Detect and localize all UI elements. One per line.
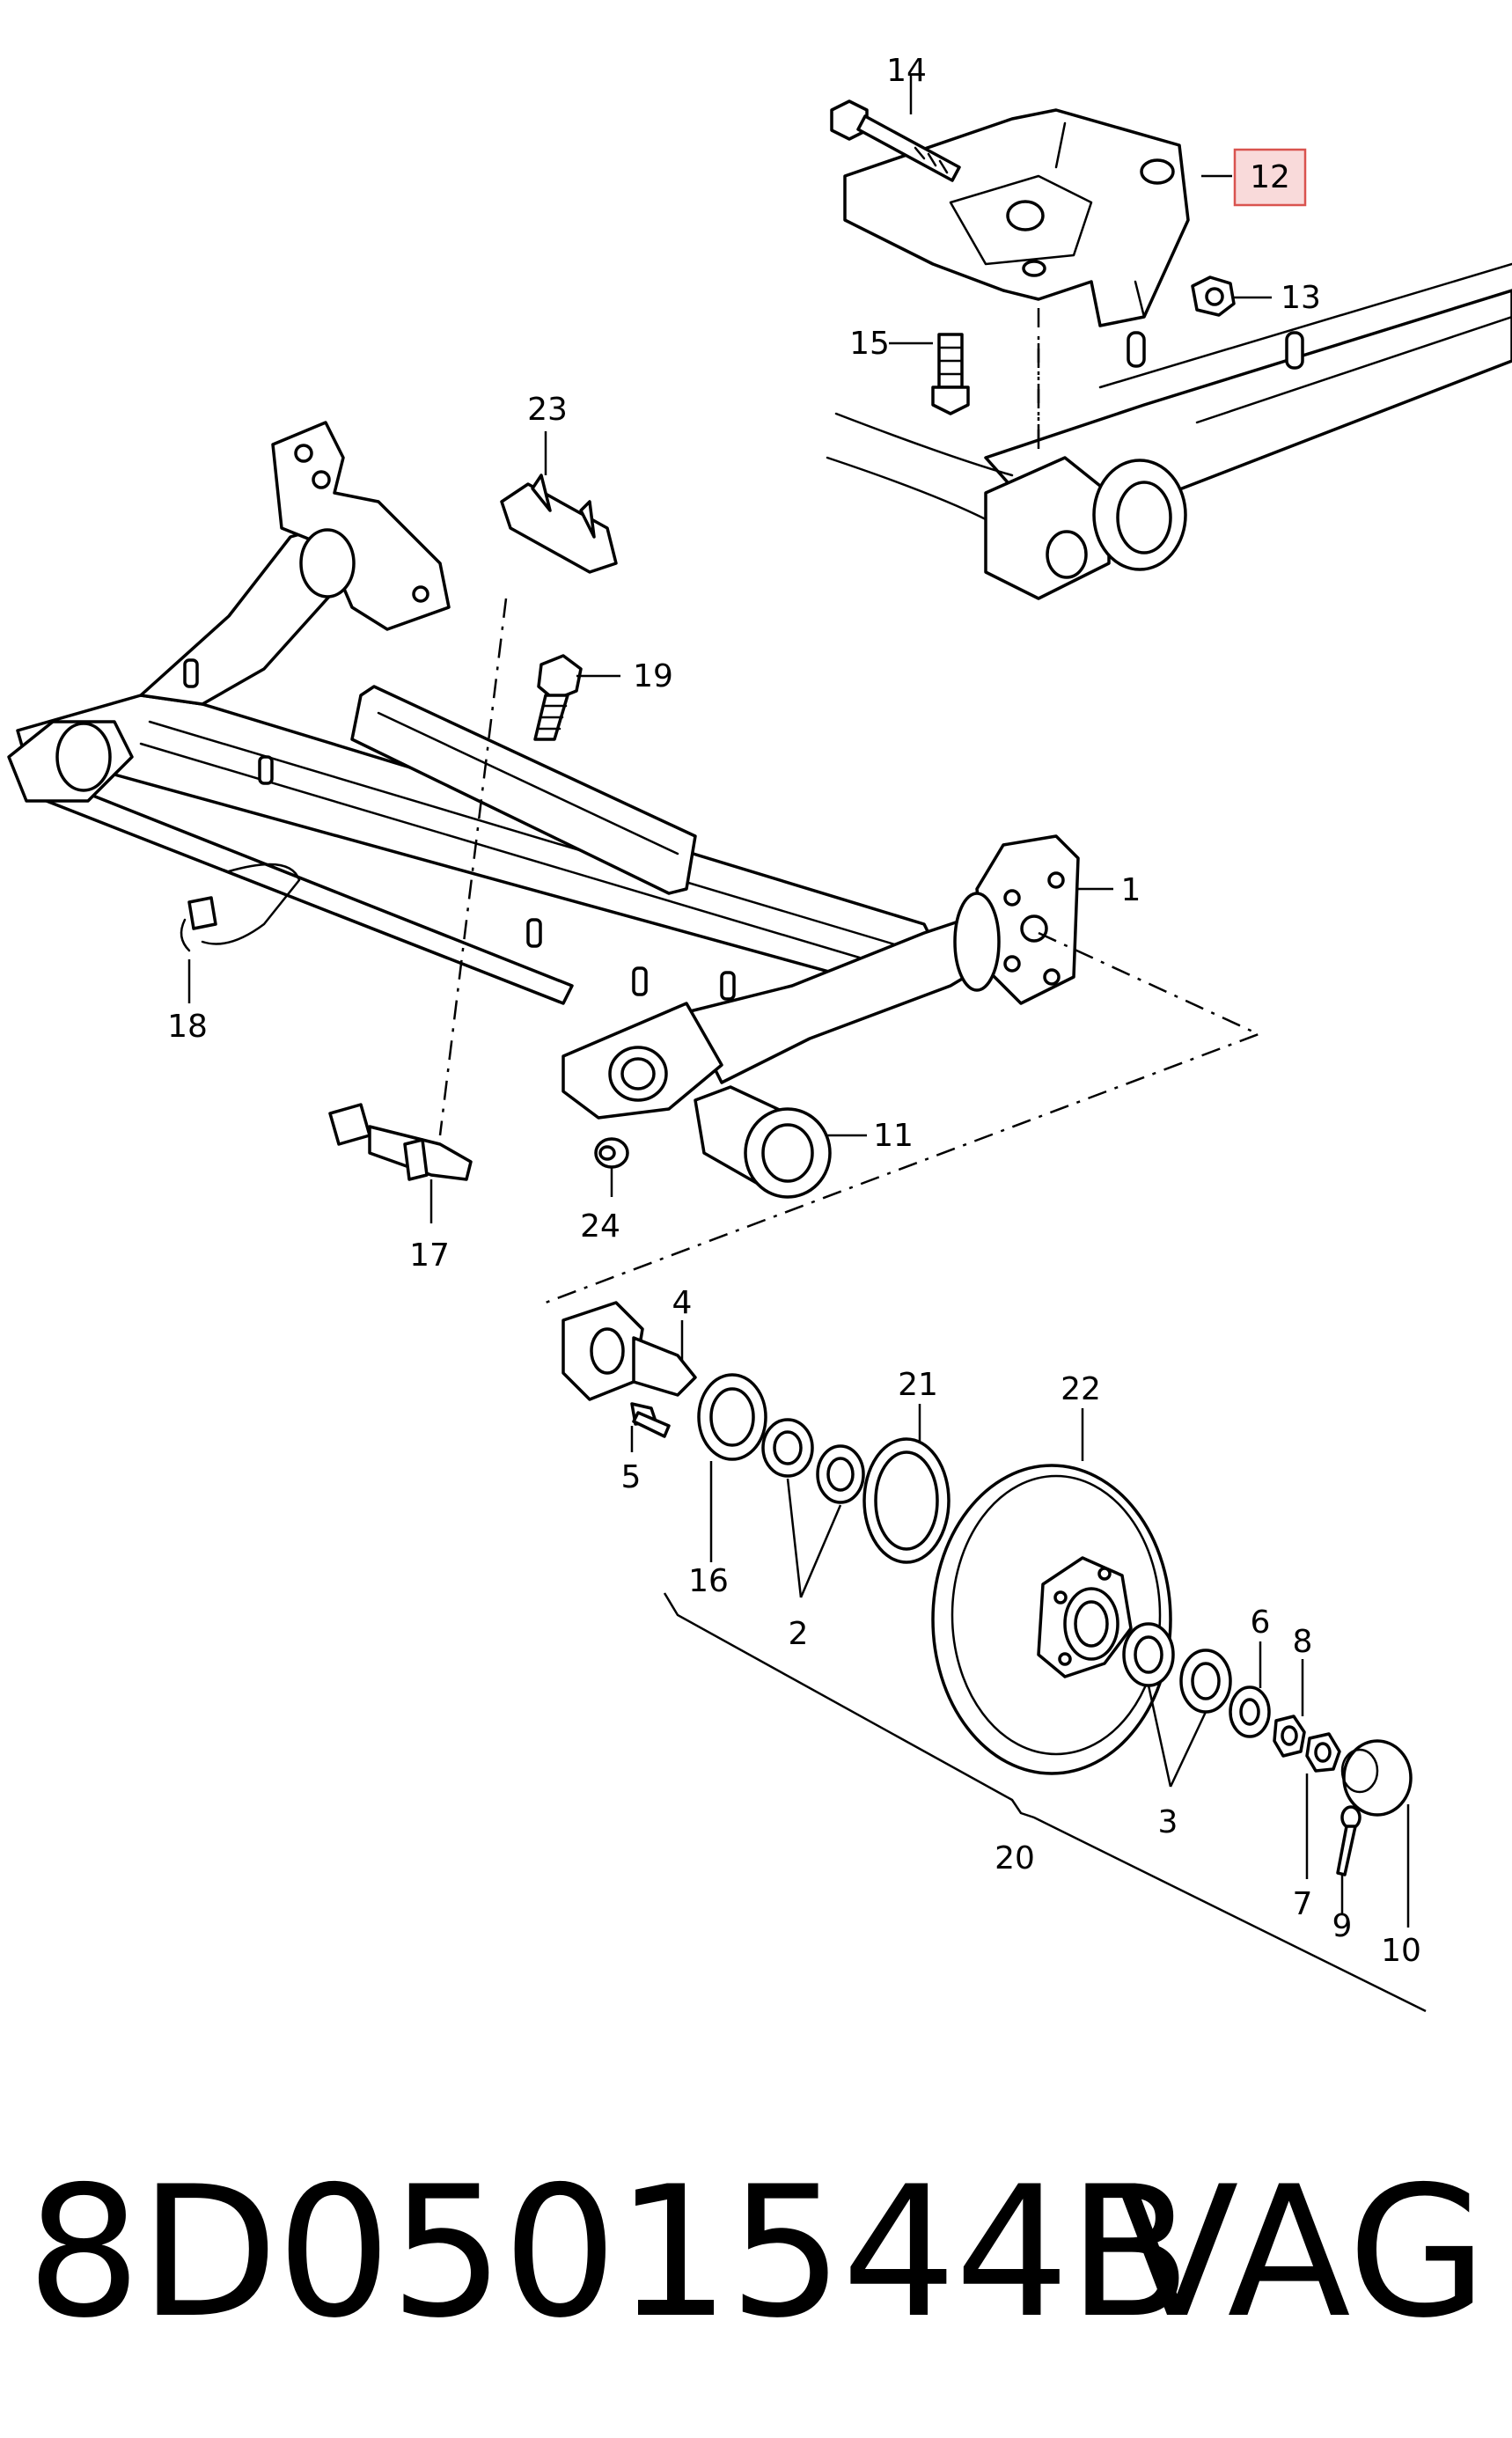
parts-diagram: 1 2 3 4 5 6 7 8 9 10 11 12 13 14 15 16 1… xyxy=(7,53,1512,2013)
bolt-14 xyxy=(830,99,961,182)
nut-8 xyxy=(1273,1715,1306,1758)
callout-8: 8 xyxy=(1293,1624,1313,1660)
bolt-5 xyxy=(630,1402,671,1438)
callout-21: 21 xyxy=(898,1367,938,1403)
callout-19: 19 xyxy=(633,658,673,694)
bolt-15 xyxy=(931,333,970,415)
callout-16: 16 xyxy=(688,1563,729,1599)
callout-1: 1 xyxy=(1121,872,1141,908)
nut-13 xyxy=(1191,275,1236,317)
callout-13: 13 xyxy=(1281,280,1321,316)
seal-16 xyxy=(697,1373,767,1461)
callout-20: 20 xyxy=(995,1840,1035,1876)
bushing-24 xyxy=(594,1137,629,1169)
mount-bracket-inset xyxy=(826,99,1512,600)
callout-10: 10 xyxy=(1381,1933,1421,1969)
clip-23 xyxy=(500,474,618,574)
bearing-inner-2 xyxy=(761,1418,865,1504)
callout-9: 9 xyxy=(1332,1908,1353,1944)
callout-17: 17 xyxy=(409,1237,450,1274)
callout-12: 12 xyxy=(1250,159,1290,195)
leader-lines xyxy=(187,75,1410,1928)
abs-ring-21 xyxy=(862,1437,951,1564)
grease-cap-10 xyxy=(1340,1739,1413,1817)
callout-6: 6 xyxy=(1251,1605,1271,1641)
callout-22: 22 xyxy=(1061,1371,1101,1407)
brake-disc-22 xyxy=(931,1464,1172,1775)
highlight-box-12 xyxy=(1233,148,1307,207)
lock-7 xyxy=(1305,1732,1341,1773)
callout-2: 2 xyxy=(789,1616,809,1652)
callout-5: 5 xyxy=(621,1459,642,1495)
callout-23: 23 xyxy=(527,392,568,428)
stub-axle-4 xyxy=(561,1301,697,1401)
rear-axle-beam xyxy=(7,421,1080,1120)
callout-3: 3 xyxy=(1158,1804,1178,1840)
callout-24: 24 xyxy=(580,1208,620,1245)
callout-14: 14 xyxy=(886,53,927,89)
part-number: 8D0501544B xyxy=(26,2148,1192,2358)
callout-18: 18 xyxy=(167,1009,208,1045)
callout-7: 7 xyxy=(1293,1886,1313,1922)
bushing-11 xyxy=(694,1085,832,1199)
bracket-17 xyxy=(328,1103,473,1181)
callout-labels: 1 2 3 4 5 6 7 8 9 10 11 12 13 14 15 16 1… xyxy=(167,53,1421,1969)
footer: 8D0501544B VAG xyxy=(26,2152,1487,2354)
callout-15: 15 xyxy=(849,326,890,362)
bolt-19 xyxy=(533,654,583,741)
washer-6 xyxy=(1229,1685,1271,1738)
cable-18 xyxy=(180,863,301,952)
callout-11: 11 xyxy=(873,1118,914,1154)
brand-name: VAG xyxy=(1115,2148,1487,2358)
bearing-outer-3 xyxy=(1122,1622,1232,1714)
cotter-pin-9 xyxy=(1336,1805,1362,1876)
callout-4: 4 xyxy=(672,1285,693,1321)
